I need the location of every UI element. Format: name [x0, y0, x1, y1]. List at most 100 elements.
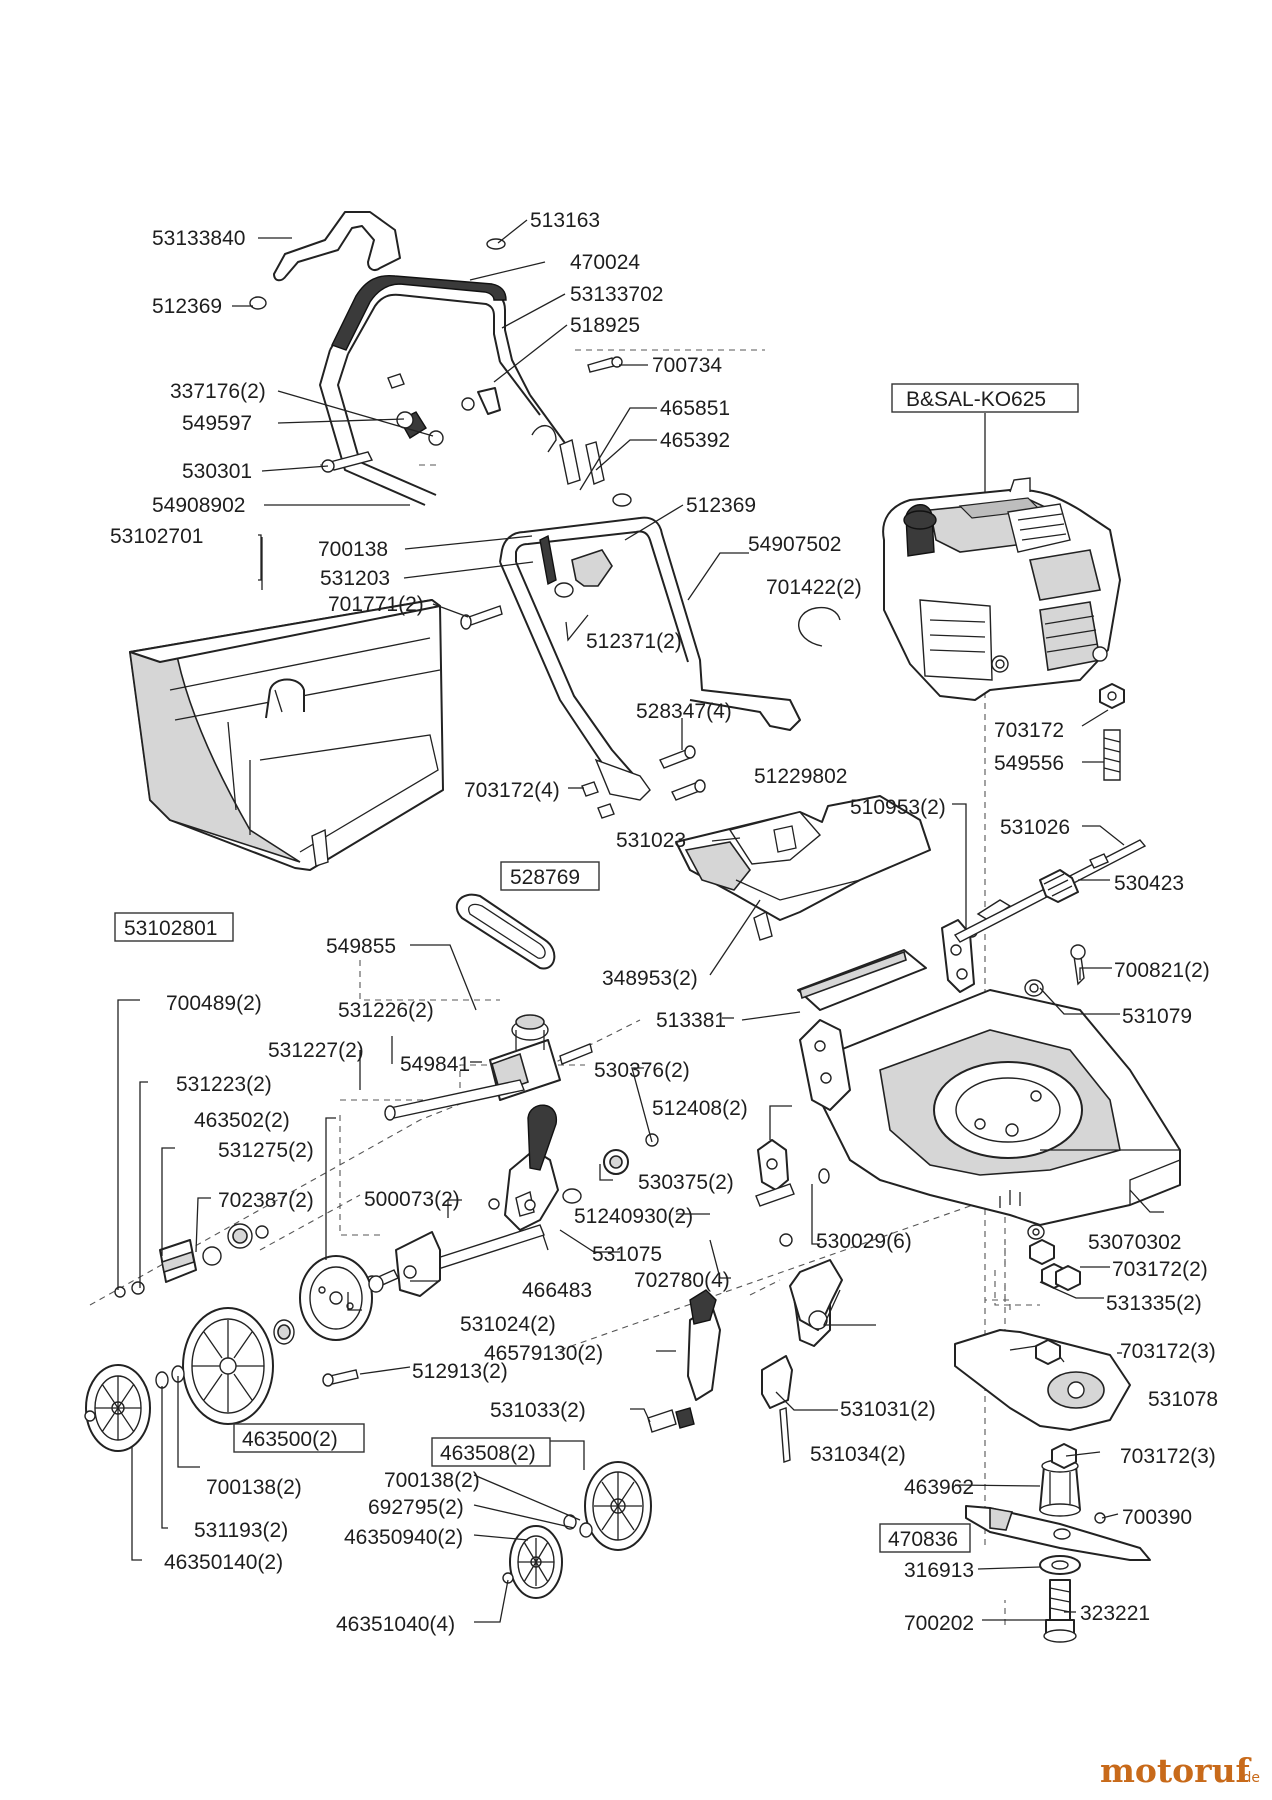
blade-adapter-plate: [954, 1329, 1131, 1431]
label-530375: 530375(2): [638, 1171, 734, 1194]
rear-drive-wheel: [182, 1307, 295, 1425]
label-531227: 531227(2): [268, 1039, 364, 1062]
label-549855: 549855: [326, 935, 396, 958]
cutting-blade: [965, 1505, 1151, 1561]
label-531026: 531026: [1000, 816, 1070, 839]
label-boxes: [114, 383, 1079, 1553]
label-348953: 348953(2): [602, 967, 698, 990]
label-531031: 531031(2): [840, 1398, 936, 1421]
pinion-gear: [603, 1133, 659, 1175]
label-531024: 531024(2): [460, 1313, 556, 1336]
lower-handle-bar: [460, 493, 801, 801]
label-463508: 463508(2): [440, 1442, 536, 1465]
label-337176: 337176(2): [170, 380, 266, 403]
label-51229802: 51229802: [754, 765, 847, 788]
front-hubcap: [502, 1525, 563, 1599]
label-700390: 700390: [1122, 1506, 1192, 1529]
label-703172-4: 703172(4): [464, 779, 560, 802]
label-53102701: 53102701: [110, 525, 203, 548]
label-692795: 692795(2): [368, 1496, 464, 1519]
label-531078: 531078: [1148, 1388, 1218, 1411]
label-465851: 465851: [660, 397, 730, 420]
label-463962: 463962: [904, 1476, 974, 1499]
label-531033: 531033(2): [490, 1399, 586, 1422]
label-470836: 470836: [888, 1528, 958, 1551]
label-510953: 510953(2): [850, 796, 946, 819]
handle-small-parts: [249, 238, 623, 485]
label-500073: 500073(2): [364, 1188, 460, 1211]
label-531193: 531193(2): [194, 1519, 288, 1542]
label-512408: 512408(2): [652, 1097, 748, 1120]
label-512369-lower: 512369: [686, 494, 756, 517]
label-700489: 700489(2): [166, 992, 262, 1015]
label-512369-upper: 512369: [152, 295, 222, 318]
label-531335: 531335(2): [1106, 1292, 1202, 1315]
label-701422: 701422(2): [766, 576, 862, 599]
label-530301: 530301: [182, 460, 252, 483]
label-51240930: 51240930(2): [574, 1205, 693, 1228]
label-702780: 702780(4): [634, 1269, 730, 1292]
cover-plate: [675, 795, 931, 941]
label-528769: 528769: [510, 866, 580, 889]
label-512913: 512913(2): [412, 1360, 508, 1383]
upper-handle-bar: [319, 274, 571, 506]
height-adjust-rod: [953, 839, 1147, 943]
label-530423: 530423: [1114, 872, 1184, 895]
gearbox: [384, 1014, 593, 1121]
label-531079: 531079: [1122, 1005, 1192, 1028]
engine-fasteners: [1099, 683, 1125, 781]
label-703172-3-upper: 703172(3): [1120, 1340, 1216, 1363]
watermark-tld: .de: [1238, 1770, 1260, 1786]
label-46350940: 46350940(2): [344, 1526, 463, 1549]
mower-deck: [799, 989, 1181, 1226]
label-engine-model: B&SAL-KO625: [906, 388, 1046, 411]
label-703172-2: 703172(2): [1112, 1258, 1208, 1281]
label-470024: 470024: [570, 251, 640, 274]
label-531226: 531226(2): [338, 999, 434, 1022]
axle-and-bracket: [365, 1224, 545, 1297]
lever-bracket: [755, 1139, 830, 1247]
watermark-logo: motoruf .de: [1100, 1751, 1260, 1790]
deflector-plate: [797, 949, 927, 1011]
rear-hub-disc: [299, 1255, 384, 1341]
blade-fasteners: [1027, 1224, 1081, 1469]
label-531075: 531075: [592, 1243, 662, 1266]
label-531203: 531203: [320, 567, 390, 590]
label-316913: 316913: [904, 1559, 974, 1582]
label-703172-3-lower: 703172(3): [1120, 1445, 1216, 1468]
label-53133840: 53133840: [152, 227, 245, 250]
cable-clip: [273, 211, 401, 282]
label-531023: 531023: [616, 829, 686, 852]
label-530376: 530376(2): [594, 1059, 690, 1082]
rear-wheel-drive-parts: [114, 1223, 269, 1298]
label-701771: 701771(2): [328, 593, 424, 616]
label-46579130: 46579130(2): [484, 1342, 603, 1365]
label-528347: 528347(4): [636, 700, 732, 723]
label-512371: 512371(2): [586, 630, 682, 653]
label-703172-upper: 703172: [994, 719, 1064, 742]
label-513163: 513163: [530, 209, 600, 232]
rear-hubcap: [84, 1364, 185, 1452]
label-531223: 531223(2): [176, 1073, 272, 1096]
label-46351040: 46351040(4): [336, 1613, 455, 1636]
label-53070302: 53070302: [1088, 1231, 1181, 1254]
rear-bolt: [322, 1369, 359, 1387]
shift-lever: [488, 1104, 582, 1251]
leader-lines: [117, 219, 1164, 1623]
label-700821: 700821(2): [1114, 959, 1210, 982]
label-46350140: 46350140(2): [164, 1551, 283, 1574]
blade-hub: [1039, 1459, 1106, 1524]
label-463502: 463502(2): [194, 1109, 290, 1132]
label-513381: 513381: [656, 1009, 726, 1032]
height-lever: [647, 1259, 843, 1463]
engine: [882, 477, 1121, 701]
label-466483: 466483: [522, 1279, 592, 1302]
handle-bolts: [581, 745, 706, 819]
label-54908902: 54908902: [152, 494, 245, 517]
label-549841: 549841: [400, 1053, 470, 1076]
label-702387: 702387(2): [218, 1189, 314, 1212]
label-323221: 323221: [1080, 1602, 1150, 1625]
label-700138-upper: 700138: [318, 538, 388, 561]
watermark-text: motoruf: [1100, 1751, 1252, 1790]
